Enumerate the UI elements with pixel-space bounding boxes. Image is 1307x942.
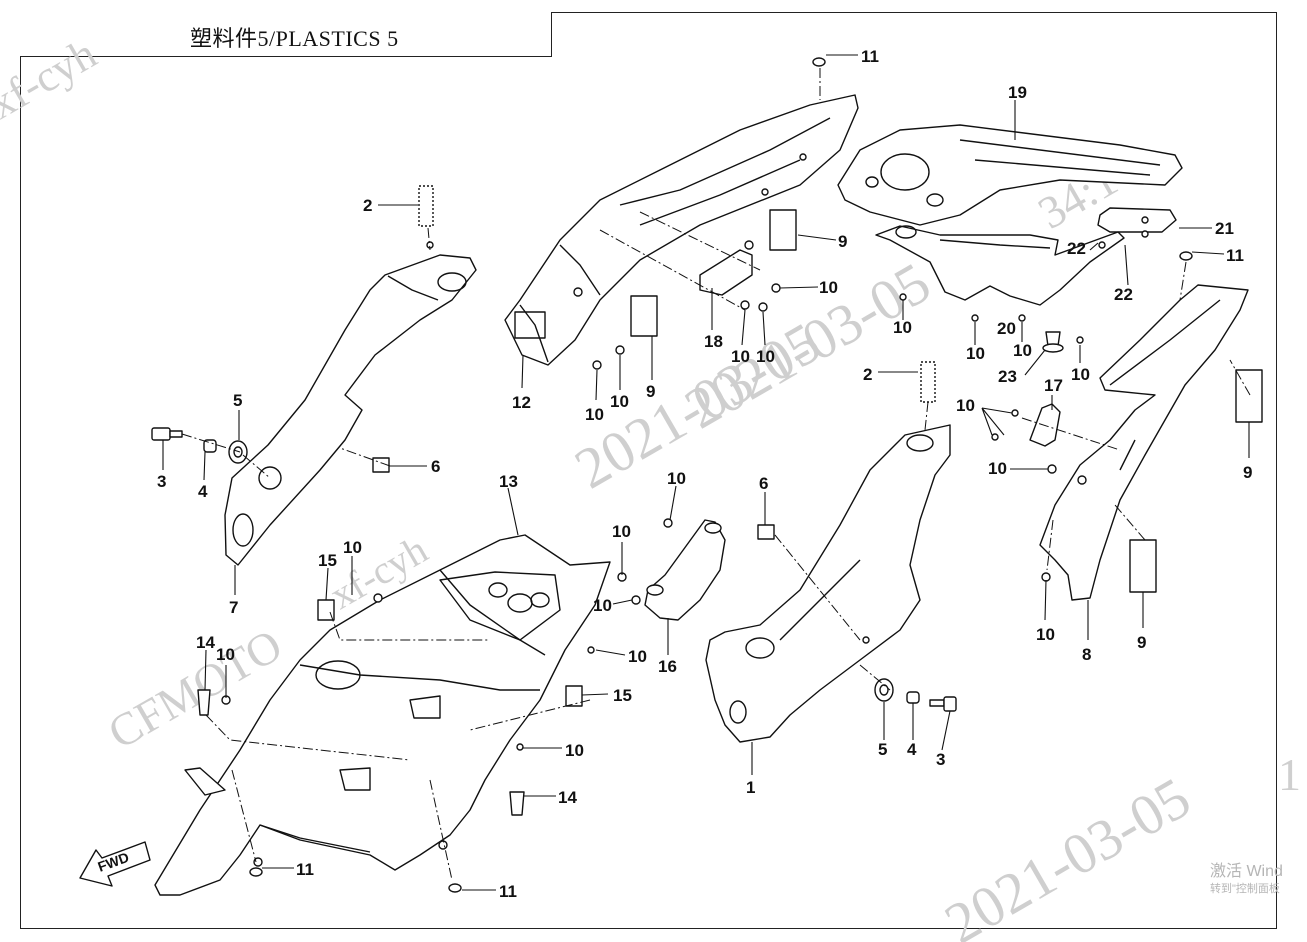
callout-1: 1: [746, 778, 755, 797]
callout-3: 3: [157, 472, 166, 491]
callout-10: 10: [956, 396, 975, 415]
callout-10: 10: [612, 522, 631, 541]
part-19-tail-cover: [837, 124, 1183, 226]
callout-9: 9: [646, 382, 655, 401]
callout-9: 9: [838, 232, 847, 251]
callout-4: 4: [198, 482, 208, 501]
part-23-rivet: [1042, 331, 1064, 353]
callout-4: 4: [907, 740, 917, 759]
parts-layer: FWD: [79, 57, 1263, 896]
part-1-right-side-panel: [705, 424, 951, 743]
windows-activation-title: 激活 Wind: [1210, 863, 1283, 880]
callout-21: 21: [1215, 219, 1234, 238]
callout-10: 10: [819, 278, 838, 297]
callout-20: 20: [997, 319, 1016, 338]
callout-11: 11: [1226, 246, 1244, 265]
callout-14: 14: [558, 788, 577, 807]
page-title: 塑料件5/PLASTICS 5: [190, 26, 399, 51]
title-block: [20, 12, 552, 57]
part-21-bracket: [1097, 207, 1177, 233]
callout-10: 10: [628, 647, 647, 666]
callout-11: 11: [296, 860, 314, 879]
callout-2: 2: [863, 365, 872, 384]
callout-10: 10: [893, 318, 912, 337]
hardware-left-3-4-5: [151, 427, 248, 464]
windows-activation-hint: 转到"控制面板: [1210, 883, 1280, 895]
callout-9: 9: [1137, 633, 1146, 652]
callout-10: 10: [610, 392, 629, 411]
alignment-lines: [181, 68, 1251, 881]
callout-12: 12: [512, 393, 531, 412]
callout-8: 8: [1082, 645, 1091, 664]
callout-10: 10: [966, 344, 985, 363]
part-8-right-rear-panel: [1039, 284, 1249, 601]
small-fasteners: [197, 57, 1263, 893]
callout-6: 6: [759, 474, 768, 493]
fwd-arrow-icon: FWD: [79, 841, 151, 887]
callout-13: 13: [499, 472, 518, 491]
callout-3: 3: [936, 750, 945, 769]
callout-2: 2: [363, 196, 372, 215]
callout-19: 19: [1008, 83, 1027, 102]
callout-11: 11: [499, 882, 517, 901]
watermark-date-bottom: 2021-03-05: [934, 765, 1201, 942]
callout-23: 23: [998, 367, 1017, 386]
part-13-undertray: [154, 534, 611, 896]
callout-10: 10: [343, 538, 362, 557]
watermark-user-top: xf-cyh: [0, 29, 104, 129]
callout-10: 10: [988, 459, 1007, 478]
part-7-left-side-panel: [224, 241, 477, 566]
callout-14: 14: [196, 633, 215, 652]
part-16-bracket: [644, 519, 726, 621]
callout-10: 10: [756, 347, 775, 366]
drawing-frame: [20, 12, 1277, 929]
callout-labels: 11 19 2 9 10 21 22 22 11 10 20 10 10 23 …: [157, 47, 1252, 901]
callout-10: 10: [1071, 365, 1090, 384]
callout-15: 15: [318, 551, 337, 570]
callout-10: 10: [1036, 625, 1055, 644]
callout-22: 22: [1114, 285, 1133, 304]
callout-5: 5: [878, 740, 887, 759]
callout-10: 10: [667, 469, 686, 488]
callout-15: 15: [613, 686, 632, 705]
callout-16: 16: [658, 657, 677, 676]
callout-10: 10: [593, 596, 612, 615]
callout-10: 10: [216, 645, 235, 664]
callout-10: 10: [731, 347, 750, 366]
callout-5: 5: [233, 391, 242, 410]
callout-10: 10: [565, 741, 584, 760]
callout-10: 10: [1013, 341, 1032, 360]
hardware-right-3-4-5: [874, 678, 957, 712]
callout-10: 10: [585, 405, 604, 424]
callout-9: 9: [1243, 463, 1252, 482]
watermark-right-edge: 1: [1278, 749, 1301, 800]
callout-22: 22: [1067, 239, 1086, 258]
callout-7: 7: [229, 598, 238, 617]
part-18-plate: [699, 249, 753, 296]
part-12-rear-fender: [504, 94, 859, 366]
callout-11: 11: [861, 47, 879, 66]
callout-17: 17: [1044, 376, 1063, 395]
part-20-seat-bracket: [875, 225, 1125, 306]
leader-lines: [162, 54, 1250, 891]
callout-6: 6: [431, 457, 440, 476]
callout-18: 18: [704, 332, 723, 351]
